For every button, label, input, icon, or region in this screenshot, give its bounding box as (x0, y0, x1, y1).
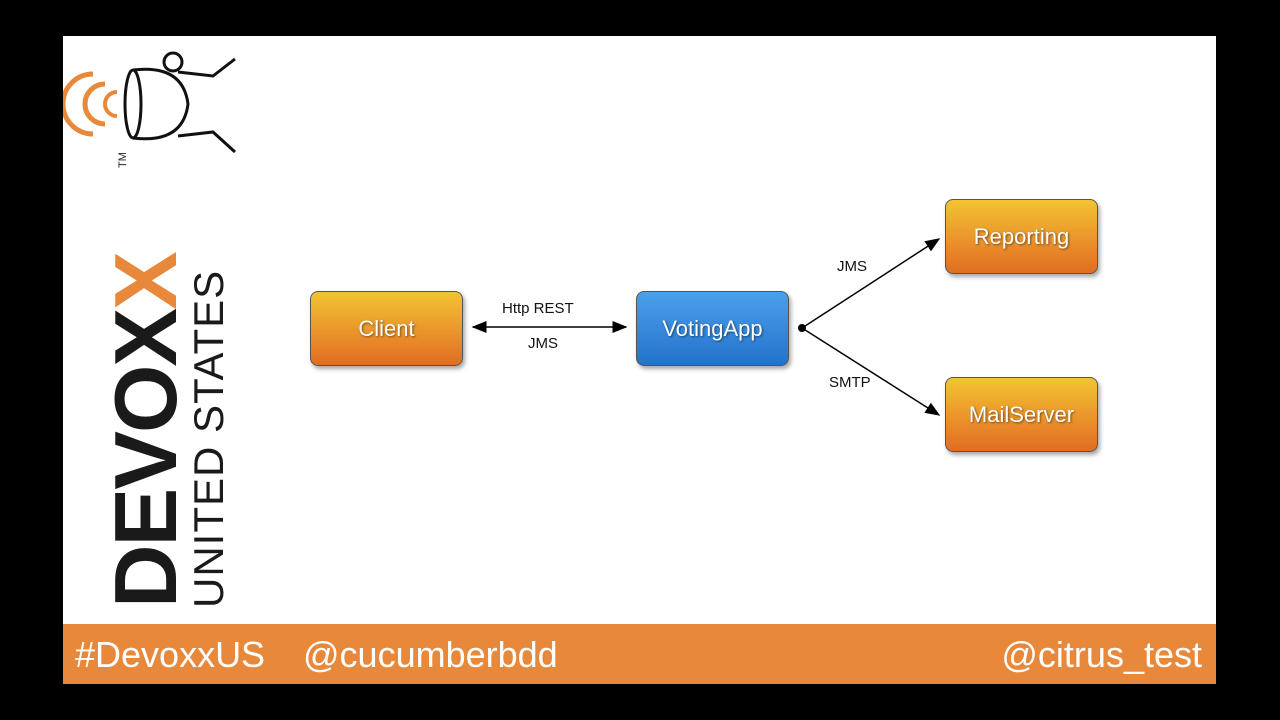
arrow-votingapp-reporting (801, 238, 941, 329)
slide: TM DEVOXX UNITED STATES Client VotingApp… (63, 36, 1216, 684)
hashtag: #DevoxxUS (75, 634, 266, 675)
arrow-votingapp-mailserver (801, 327, 941, 416)
twitter-handle-cucumber: @cucumberbdd (303, 634, 558, 675)
edge-label-jms-reporting: JMS (837, 258, 867, 275)
node-mailserver: MailServer (945, 377, 1098, 452)
edge-label-smtp: SMTP (829, 374, 871, 391)
footer-bar: #DevoxxUS @cucumberbdd @citrus_test (63, 624, 1216, 684)
edge-label-jms: JMS (528, 335, 558, 352)
node-reporting: Reporting (945, 199, 1098, 274)
devoxx-mascot-icon (63, 51, 237, 154)
edge-label-http-rest: Http REST (502, 300, 574, 317)
twitter-handle-citrus: @citrus_test (1001, 634, 1202, 675)
node-client: Client (310, 291, 463, 366)
connectors (471, 238, 941, 416)
node-votingapp: VotingApp (636, 291, 789, 366)
